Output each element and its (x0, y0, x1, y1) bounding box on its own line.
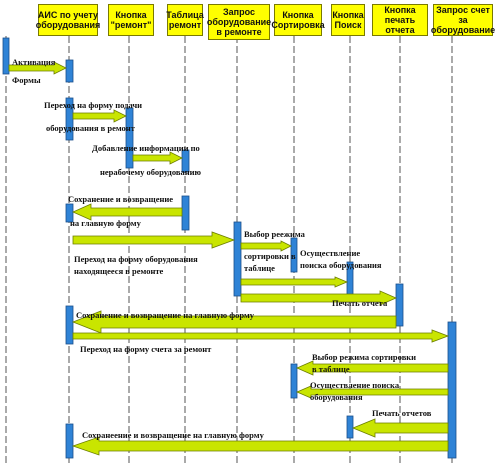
arrow-goto-submit (72, 109, 127, 123)
activation-bar-15 (65, 423, 74, 459)
arrow-goto-invoice (72, 329, 450, 343)
activation-bar-5 (181, 195, 190, 231)
message-label-save-return-2: на главную форму (70, 218, 141, 228)
message-label-sort-mode-invoice-2: в таблице (312, 364, 350, 374)
message-label-add-info-1: Добавление информации по (92, 143, 200, 153)
lifeline-header-ais: АИС по учету оборудования (36, 4, 100, 36)
arrow-save-return-main (71, 310, 397, 334)
message-label-sort-mode-1: Выбор реежима (244, 229, 305, 239)
lifeline-header-repair-button: Кнопка "ремонт" (108, 4, 154, 36)
message-label-activation: Активация (12, 57, 56, 67)
activation-bar-0 (2, 37, 10, 75)
message-label-print-reports: Печать отчетов (372, 408, 432, 418)
arrow-search-invoice (295, 385, 449, 399)
activation-bar-8 (290, 237, 298, 273)
arrow-print-report (240, 290, 397, 306)
lifeline-header-sort-button: Кнопка Сортировка (271, 4, 325, 36)
arrow-print-reports (351, 418, 449, 438)
message-label-goto-inrepair-1: Переход на форму оборудования (74, 254, 198, 264)
arrow-activation (8, 61, 67, 75)
message-label-search-2: поиска оборудования (300, 260, 382, 270)
arrow-sort-mode-invoice (296, 360, 449, 376)
message-label-add-info-2: нерабочему оборудованию (100, 167, 201, 177)
lifeline-header-repair-table: Таблица ремонт (166, 4, 204, 36)
activation-bar-13 (290, 363, 298, 399)
lifeline-header-invoice-query: Запрос счет за оборудование (430, 4, 496, 36)
message-label-save-return-1: Сохранение и возвращение (68, 194, 174, 204)
arrow-sort-mode (240, 240, 292, 252)
activation-bar-11 (65, 305, 74, 345)
activation-bar-7 (233, 221, 242, 297)
arrow-search (240, 276, 349, 288)
message-label-save-return-final: Сохранеение и возвращение на главную фор… (82, 430, 264, 440)
activation-bar-10 (395, 283, 404, 327)
message-label-goto-submit-1: Переход на форму подачи (44, 100, 143, 110)
message-label-goto-inrepair-2: находящееся в ремонте (74, 266, 164, 276)
message-label-forms: Формы (12, 75, 41, 85)
lifeline-header-print-button: Кнопка печать отчета (372, 4, 428, 36)
activation-bar-14 (346, 415, 354, 439)
message-label-search-invoice-1: Осуществление поиска (310, 380, 400, 390)
activation-bar-12 (447, 321, 457, 459)
message-label-search-invoice-2: оборудования (310, 392, 363, 402)
lifeline-header-search-button: Кнопка Поиск (331, 4, 365, 36)
arrow-save-return-final (71, 436, 449, 456)
message-label-save-return-main: Сохранение и возвращение на главную форм… (76, 310, 255, 320)
message-label-search-1: Осуществление (300, 248, 361, 258)
message-label-sort-mode-invoice-1: Выбор режима сортировки (312, 352, 417, 362)
message-label-goto-submit-2: оборудования в ремонт (46, 123, 135, 133)
activation-bar-4 (181, 149, 190, 173)
arrow-save-return (72, 203, 183, 221)
message-label-goto-invoice: Переход на форму счета за ремонт (80, 344, 212, 354)
activation-bar-3 (125, 107, 134, 169)
activation-bar-1 (65, 59, 74, 83)
message-label-print-report: Печать отчета (332, 298, 388, 308)
message-label-sort-mode-2: сортировки в (244, 251, 296, 261)
message-label-sort-mode-3: таблице (244, 263, 275, 273)
arrow-add-info (132, 151, 183, 165)
lifeline-header-repair-query: Запрос оборудование в ремонте (207, 4, 271, 40)
activation-bar-6 (65, 203, 74, 223)
arrow-goto-inrepair (72, 231, 236, 249)
